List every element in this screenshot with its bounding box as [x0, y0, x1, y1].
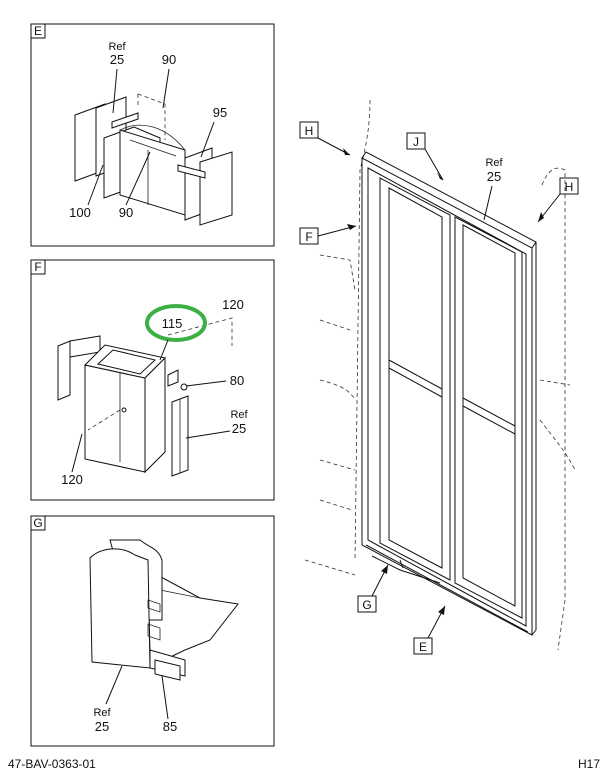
panel-e-ref-number: 25 — [110, 52, 124, 67]
main-ref-number: 25 — [487, 169, 501, 184]
main-tag-f: F — [305, 230, 312, 244]
detail-panel-g: G Ref 25 85 — [30, 515, 275, 747]
panel-f-ref-label: Ref — [230, 409, 248, 421]
main-ref-label: Ref — [485, 157, 503, 169]
main-tag-j: J — [413, 135, 419, 149]
panel-g-ref-label: Ref — [93, 707, 111, 719]
panel-e-callout-90-bottom: 90 — [119, 205, 133, 220]
panel-f-callout-120-bottom: 120 — [61, 472, 83, 487]
detail-panel-e: E Ref 25 90 95 100 — [30, 23, 275, 247]
panel-e-channel-drawing — [74, 93, 233, 226]
panel-e-ref-label: Ref — [108, 41, 126, 53]
panel-e-letter: E — [34, 24, 42, 38]
panel-f-callout-115: 115 — [162, 316, 183, 331]
main-tag-h-left: H — [305, 124, 314, 138]
panel-g-door-bottom-drawing — [89, 539, 239, 681]
panel-e-callout-95: 95 — [213, 105, 227, 120]
panel-f-bracket-drawing — [57, 317, 233, 477]
panel-f-letter: F — [34, 260, 41, 274]
panel-f-ref-number: 25 — [232, 421, 246, 436]
drawing-number: 47-BAV-0363-01 — [8, 757, 96, 771]
page-code: H17 — [578, 757, 600, 771]
main-door-assembly-view: H J Ref 25 H F G E — [299, 99, 579, 655]
panel-e-callout-100: 100 — [69, 205, 91, 220]
callout-115-highlight — [145, 304, 207, 342]
panel-f-callout-120-top: 120 — [222, 297, 244, 312]
panel-f-callout-80: 80 — [230, 373, 244, 388]
main-tag-g: G — [362, 598, 371, 612]
main-tag-e: E — [419, 640, 427, 654]
main-tag-h-right: H — [565, 180, 574, 194]
panel-g-callout-85: 85 — [163, 719, 177, 734]
detail-panel-f: F 115 120 80 Ref — [30, 259, 275, 501]
panel-e-callout-90-top: 90 — [162, 52, 176, 67]
panel-g-letter: G — [33, 516, 42, 530]
panel-g-ref-number: 25 — [95, 719, 109, 734]
